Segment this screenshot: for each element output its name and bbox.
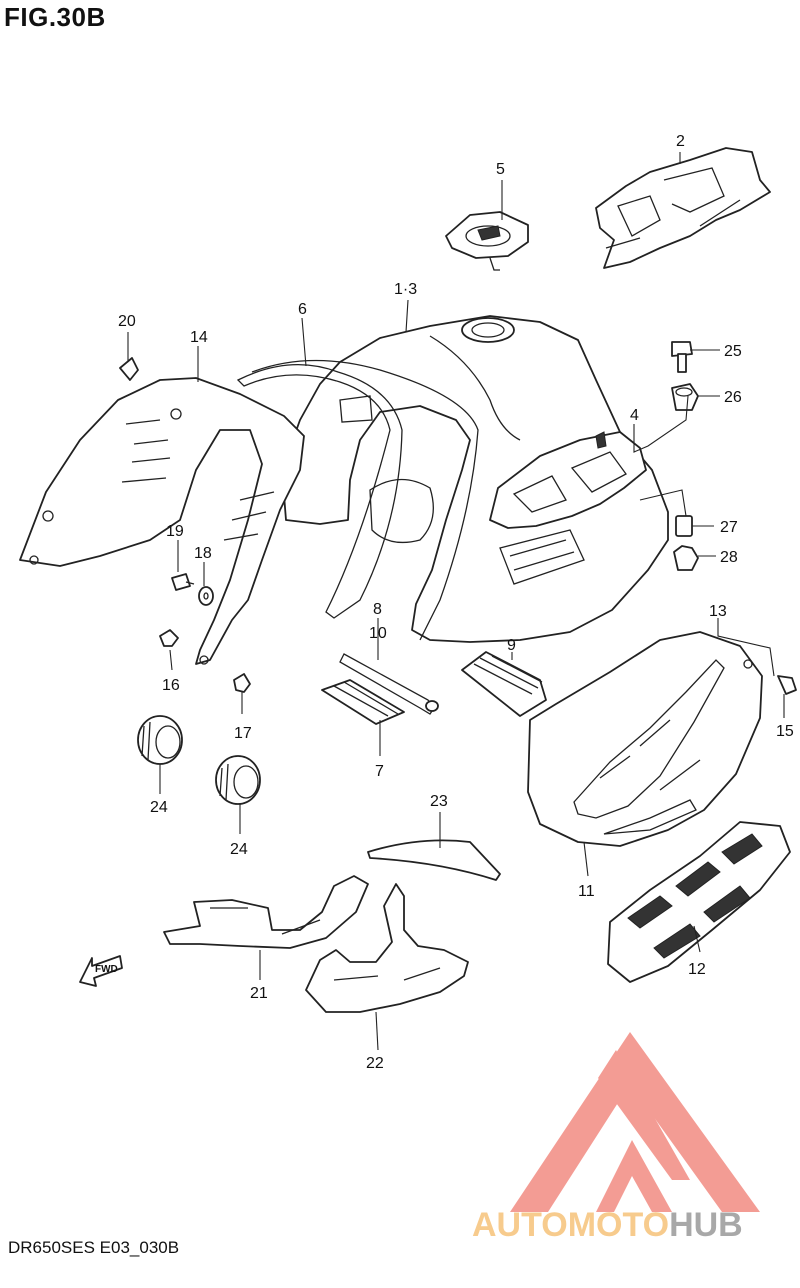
fwd-arrow-icon: FWD [79,955,123,987]
callout-13: 13 [709,603,727,620]
callout-10: 10 [369,625,387,642]
part-nut-28[interactable] [673,545,699,571]
callout-18: 18 [194,545,212,562]
callout-27: 27 [720,519,738,536]
diagram-code: DR650SES E03_030B [8,1238,180,1257]
leader-lines [127,152,785,1051]
part-cushion-7[interactable] [321,679,405,725]
part-nut-17[interactable] [233,673,251,693]
part-shield-21[interactable] [163,875,369,949]
watermark-word-b: HUB [669,1206,743,1244]
part-washer-18[interactable] [198,586,214,606]
part-tank-decal[interactable] [489,431,647,529]
fwd-label: FWD [95,964,118,975]
callout-24a: 24 [150,799,168,816]
callout-4: 4 [630,407,639,424]
part-bolt-25[interactable] [671,341,693,373]
callout-7: 7 [375,763,384,780]
part-fuel-cap[interactable] [445,211,529,271]
callout-16: 16 [162,677,180,694]
callout-15: 15 [776,723,794,740]
callout-28: 28 [720,549,738,566]
callout-5: 5 [496,161,505,178]
callout-numbers: 2 5 1·3 6 20 14 25 26 4 27 28 19 18 16 1… [118,133,794,1072]
callout-26: 26 [724,389,742,406]
figure-title: FIG.30B [4,2,106,32]
callout-19: 19 [166,523,184,540]
callout-11: 11 [578,883,595,900]
part-grommet-24b[interactable] [215,755,261,805]
part-dr-emblem[interactable] [595,147,771,269]
callout-1-3: 1·3 [394,281,417,298]
callout-2: 2 [676,133,685,150]
callout-8: 8 [373,601,382,618]
part-right-shroud[interactable] [527,631,763,847]
part-clip-16[interactable] [159,629,179,647]
callout-23: 23 [430,793,448,810]
part-grommet-26[interactable] [671,383,699,411]
part-shield-22[interactable] [305,883,469,1013]
callout-25: 25 [724,343,742,360]
callout-17: 17 [234,725,252,742]
automotohub-logo: AUTOMOTOHUB [472,1032,760,1244]
part-tank-trim[interactable] [236,359,479,641]
callout-12: 12 [688,961,706,978]
watermark-inner-icon [598,1050,690,1180]
part-screw-15[interactable] [777,675,797,695]
watermark-word-a: AUTOMOTO [472,1206,669,1244]
part-collar-27[interactable] [675,515,693,537]
svg-text:AUTOMOTOHUB: AUTOMOTOHUB [472,1206,743,1244]
watermark-triangle-icon [510,1032,760,1212]
part-band-8-10[interactable] [339,653,439,715]
callout-14: 14 [190,329,208,346]
callout-9: 9 [507,637,516,654]
part-left-side-cover[interactable] [19,377,305,665]
part-screw-20[interactable] [119,357,139,381]
callout-20: 20 [118,313,136,330]
part-cover-12[interactable] [607,821,791,983]
part-grommet-24a[interactable] [137,715,183,765]
part-cushion-9[interactable] [461,651,547,717]
part-screw-19[interactable] [171,573,195,591]
part-strip-23[interactable] [367,839,501,881]
callout-6: 6 [298,301,307,318]
callout-24b: 24 [230,841,248,858]
callout-22: 22 [366,1055,384,1072]
callout-21: 21 [250,985,268,1002]
part-fuel-tank[interactable] [281,315,669,643]
